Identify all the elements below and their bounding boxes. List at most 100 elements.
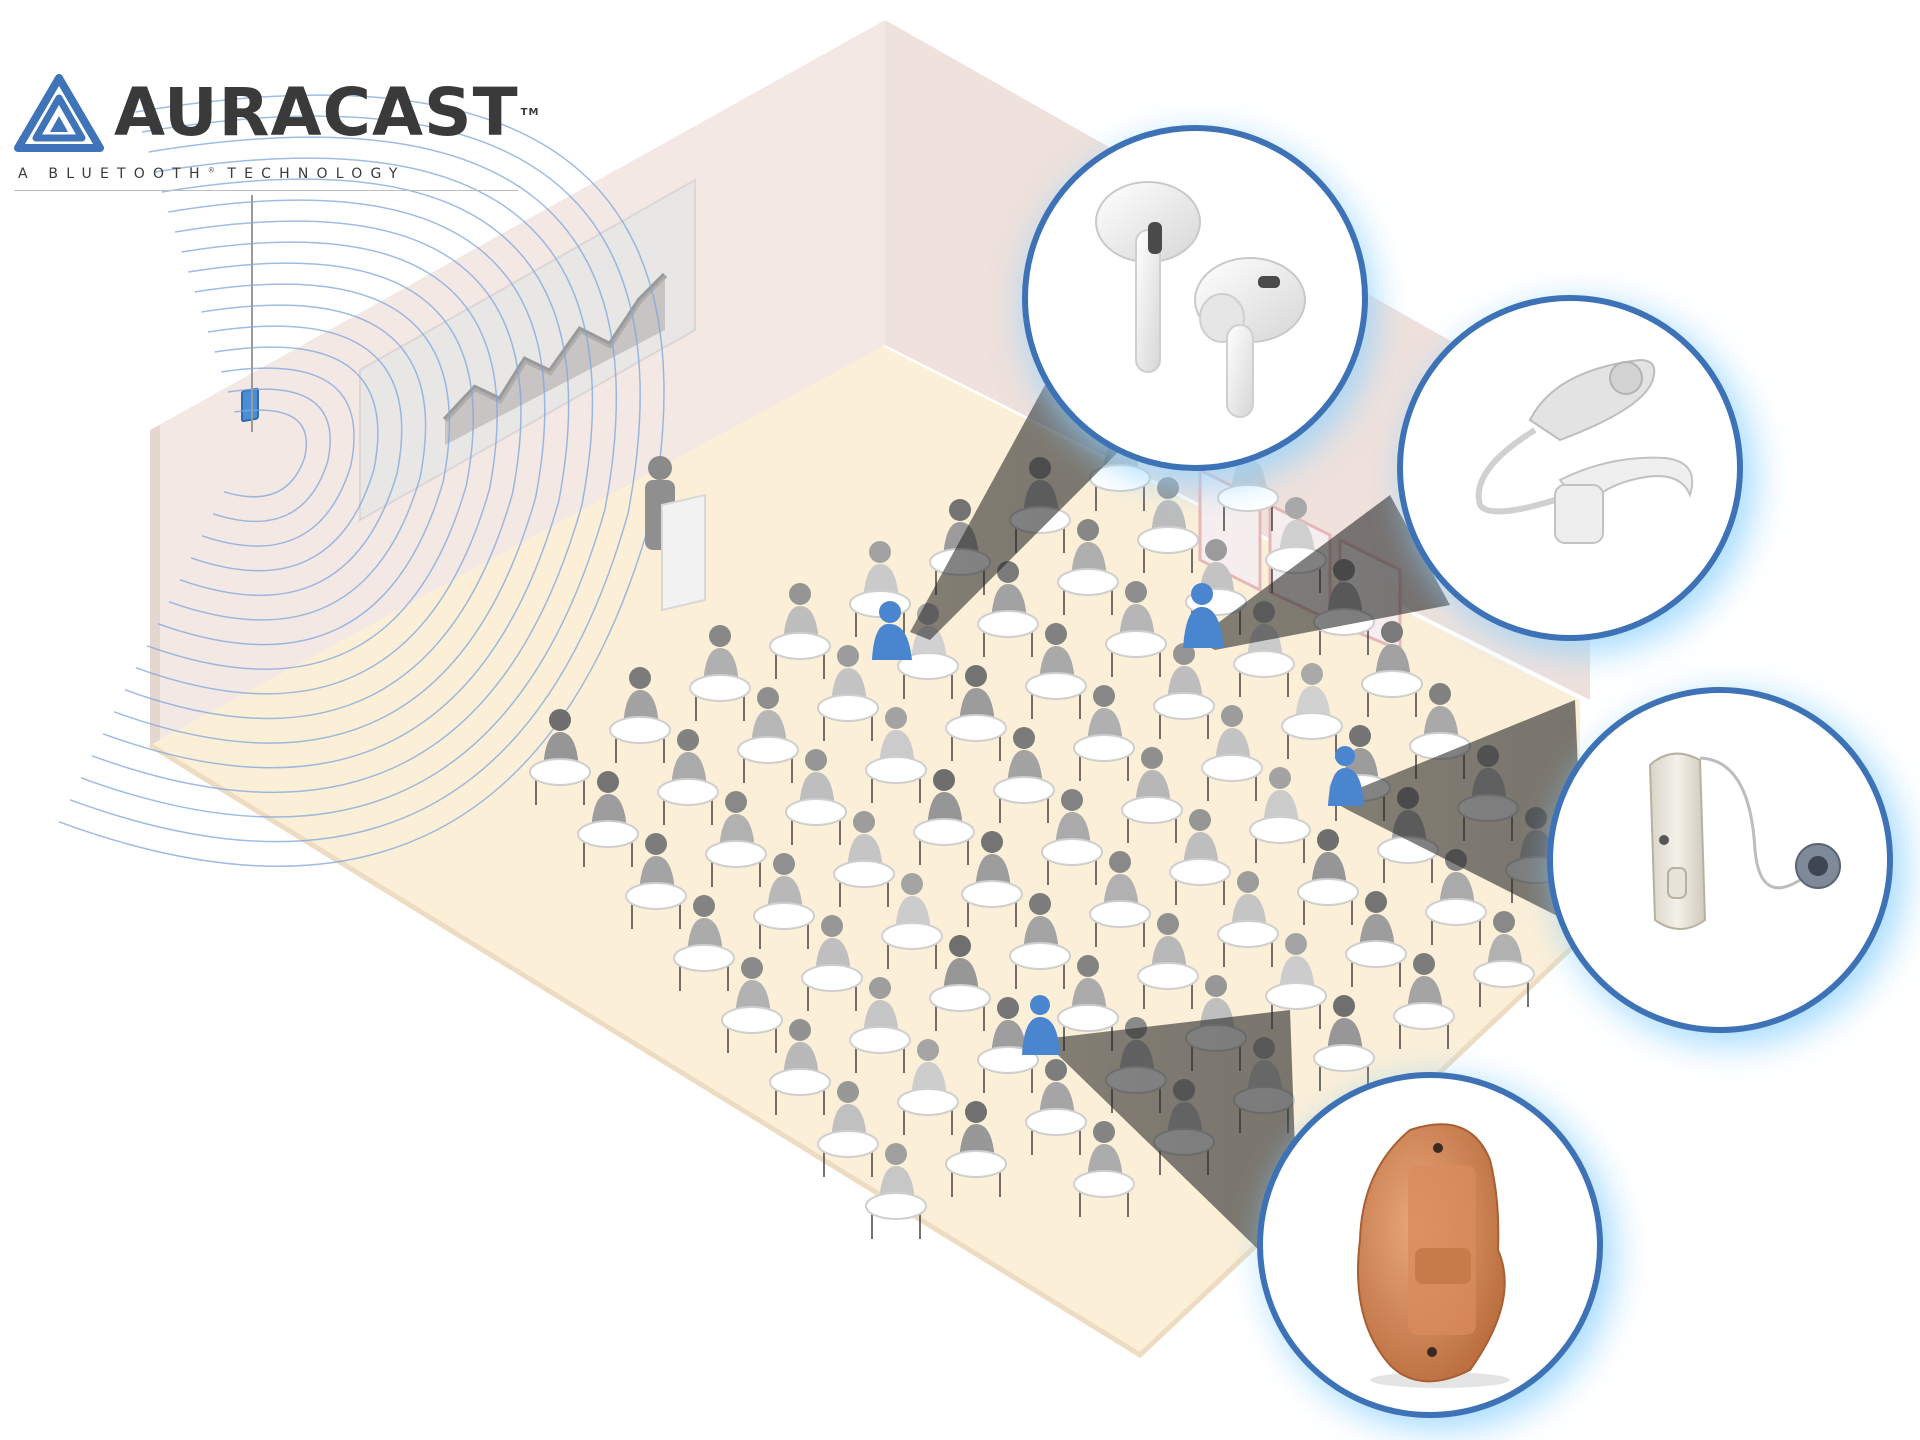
auracast-tagline: A BLUETOOTH® TECHNOLOGY — [18, 166, 406, 182]
broadcast-wave-ring — [223, 409, 308, 498]
audience-member — [769, 1019, 831, 1115]
audience-member — [945, 1101, 1007, 1197]
beam-cochlear — [1195, 495, 1450, 650]
audience-member — [1313, 995, 1375, 1091]
listener-cochlear — [1183, 583, 1224, 648]
broadcast-wave-ring — [146, 262, 475, 670]
audience-member — [1121, 747, 1183, 843]
audience-member — [1105, 581, 1167, 677]
broadcast-waves — [58, 94, 665, 868]
audience-member — [1249, 767, 1311, 863]
beam-earbuds — [910, 385, 1145, 640]
audience-member — [705, 791, 767, 887]
broadcast-wave-ring — [124, 220, 522, 720]
audience-member — [1089, 851, 1151, 947]
audience-member — [1137, 913, 1199, 1009]
beam-bte — [1330, 700, 1585, 930]
wall-edge — [150, 425, 160, 745]
hearing-aid-ite-icon — [1357, 1123, 1510, 1388]
audience-member — [1041, 789, 1103, 885]
audience-member — [1265, 933, 1327, 1029]
audience-member — [1393, 953, 1455, 1049]
audience-member — [1297, 829, 1359, 925]
audience-member — [929, 935, 991, 1031]
broadcast-wave-ring — [190, 346, 379, 572]
audience-member — [785, 749, 847, 845]
broadcast-wave-ring — [157, 283, 451, 646]
audience-member — [993, 727, 1055, 823]
device-circle-ite — [1257, 1072, 1603, 1418]
audience-member — [865, 1143, 927, 1239]
audience-member — [865, 707, 927, 803]
audience-member — [1025, 1059, 1087, 1155]
audience-member — [609, 667, 671, 763]
audience-member — [849, 977, 911, 1073]
device-circle-earbuds — [1022, 125, 1368, 471]
audience-member — [1201, 705, 1263, 801]
registered-mark: ® — [207, 166, 215, 175]
audience-member — [977, 561, 1039, 657]
audience-member — [817, 645, 879, 741]
audience-member — [897, 1039, 959, 1135]
audience-member — [1361, 621, 1423, 717]
audience-member — [673, 895, 735, 991]
audience-member — [1217, 871, 1279, 967]
listener-bte — [1328, 746, 1364, 806]
screen-graph-fill — [445, 275, 665, 445]
projection-screen — [359, 178, 696, 522]
audience-member — [977, 997, 1039, 1093]
audience-member — [753, 853, 815, 949]
broadcast-wave-ring — [80, 136, 618, 818]
broadcast-wave-ring — [212, 388, 331, 523]
audience-member — [817, 1081, 879, 1177]
audience-member — [1057, 955, 1119, 1051]
audience-member — [721, 957, 783, 1053]
audience-member — [737, 687, 799, 783]
audience-member — [769, 583, 831, 679]
broadcast-wave-ring — [69, 115, 641, 843]
audience-member — [945, 665, 1007, 761]
hearing-aid-bte-icon — [1648, 752, 1841, 930]
broadcast-wave-ring — [135, 241, 498, 695]
audience-member — [1073, 685, 1135, 781]
broadcast-wave-ring — [201, 367, 355, 547]
broadcast-wave-ring — [102, 178, 570, 769]
audience-member — [689, 625, 751, 721]
audience-member — [529, 709, 591, 805]
audience-member — [657, 729, 719, 825]
broadcast-wave-ring — [91, 157, 594, 794]
audience-member — [1473, 911, 1535, 1007]
device-circle-bte — [1547, 687, 1893, 1033]
audience-member — [1345, 891, 1407, 987]
audience-member — [1169, 809, 1231, 905]
audience-member — [961, 831, 1023, 927]
listener-earbuds — [872, 601, 912, 660]
audience-member — [1057, 519, 1119, 615]
audience-member — [1073, 1121, 1135, 1217]
broadcast-wave-ring — [168, 304, 427, 621]
trademark-symbol: TM — [520, 107, 540, 118]
audience — [529, 373, 1567, 1239]
audience-member — [833, 811, 895, 907]
audience-member — [1025, 623, 1087, 719]
listener-ite — [1022, 995, 1060, 1055]
logo-divider — [14, 190, 518, 191]
device-circle-cochlear — [1397, 295, 1743, 641]
cochlear-implant-icon — [1475, 358, 1694, 544]
audience-member — [1009, 893, 1071, 989]
broadcast-wave-ring — [113, 199, 546, 744]
broadcast-wave-ring — [179, 325, 403, 597]
presenter-at-podium — [645, 456, 706, 612]
audience-member — [1153, 643, 1215, 739]
audience-member — [801, 915, 863, 1011]
audience-member — [625, 833, 687, 929]
audience-member — [577, 771, 639, 867]
audience-member — [881, 873, 943, 969]
auracast-logo-icon — [14, 74, 104, 152]
audience-member — [913, 769, 975, 865]
earbuds-icon — [1095, 181, 1306, 418]
